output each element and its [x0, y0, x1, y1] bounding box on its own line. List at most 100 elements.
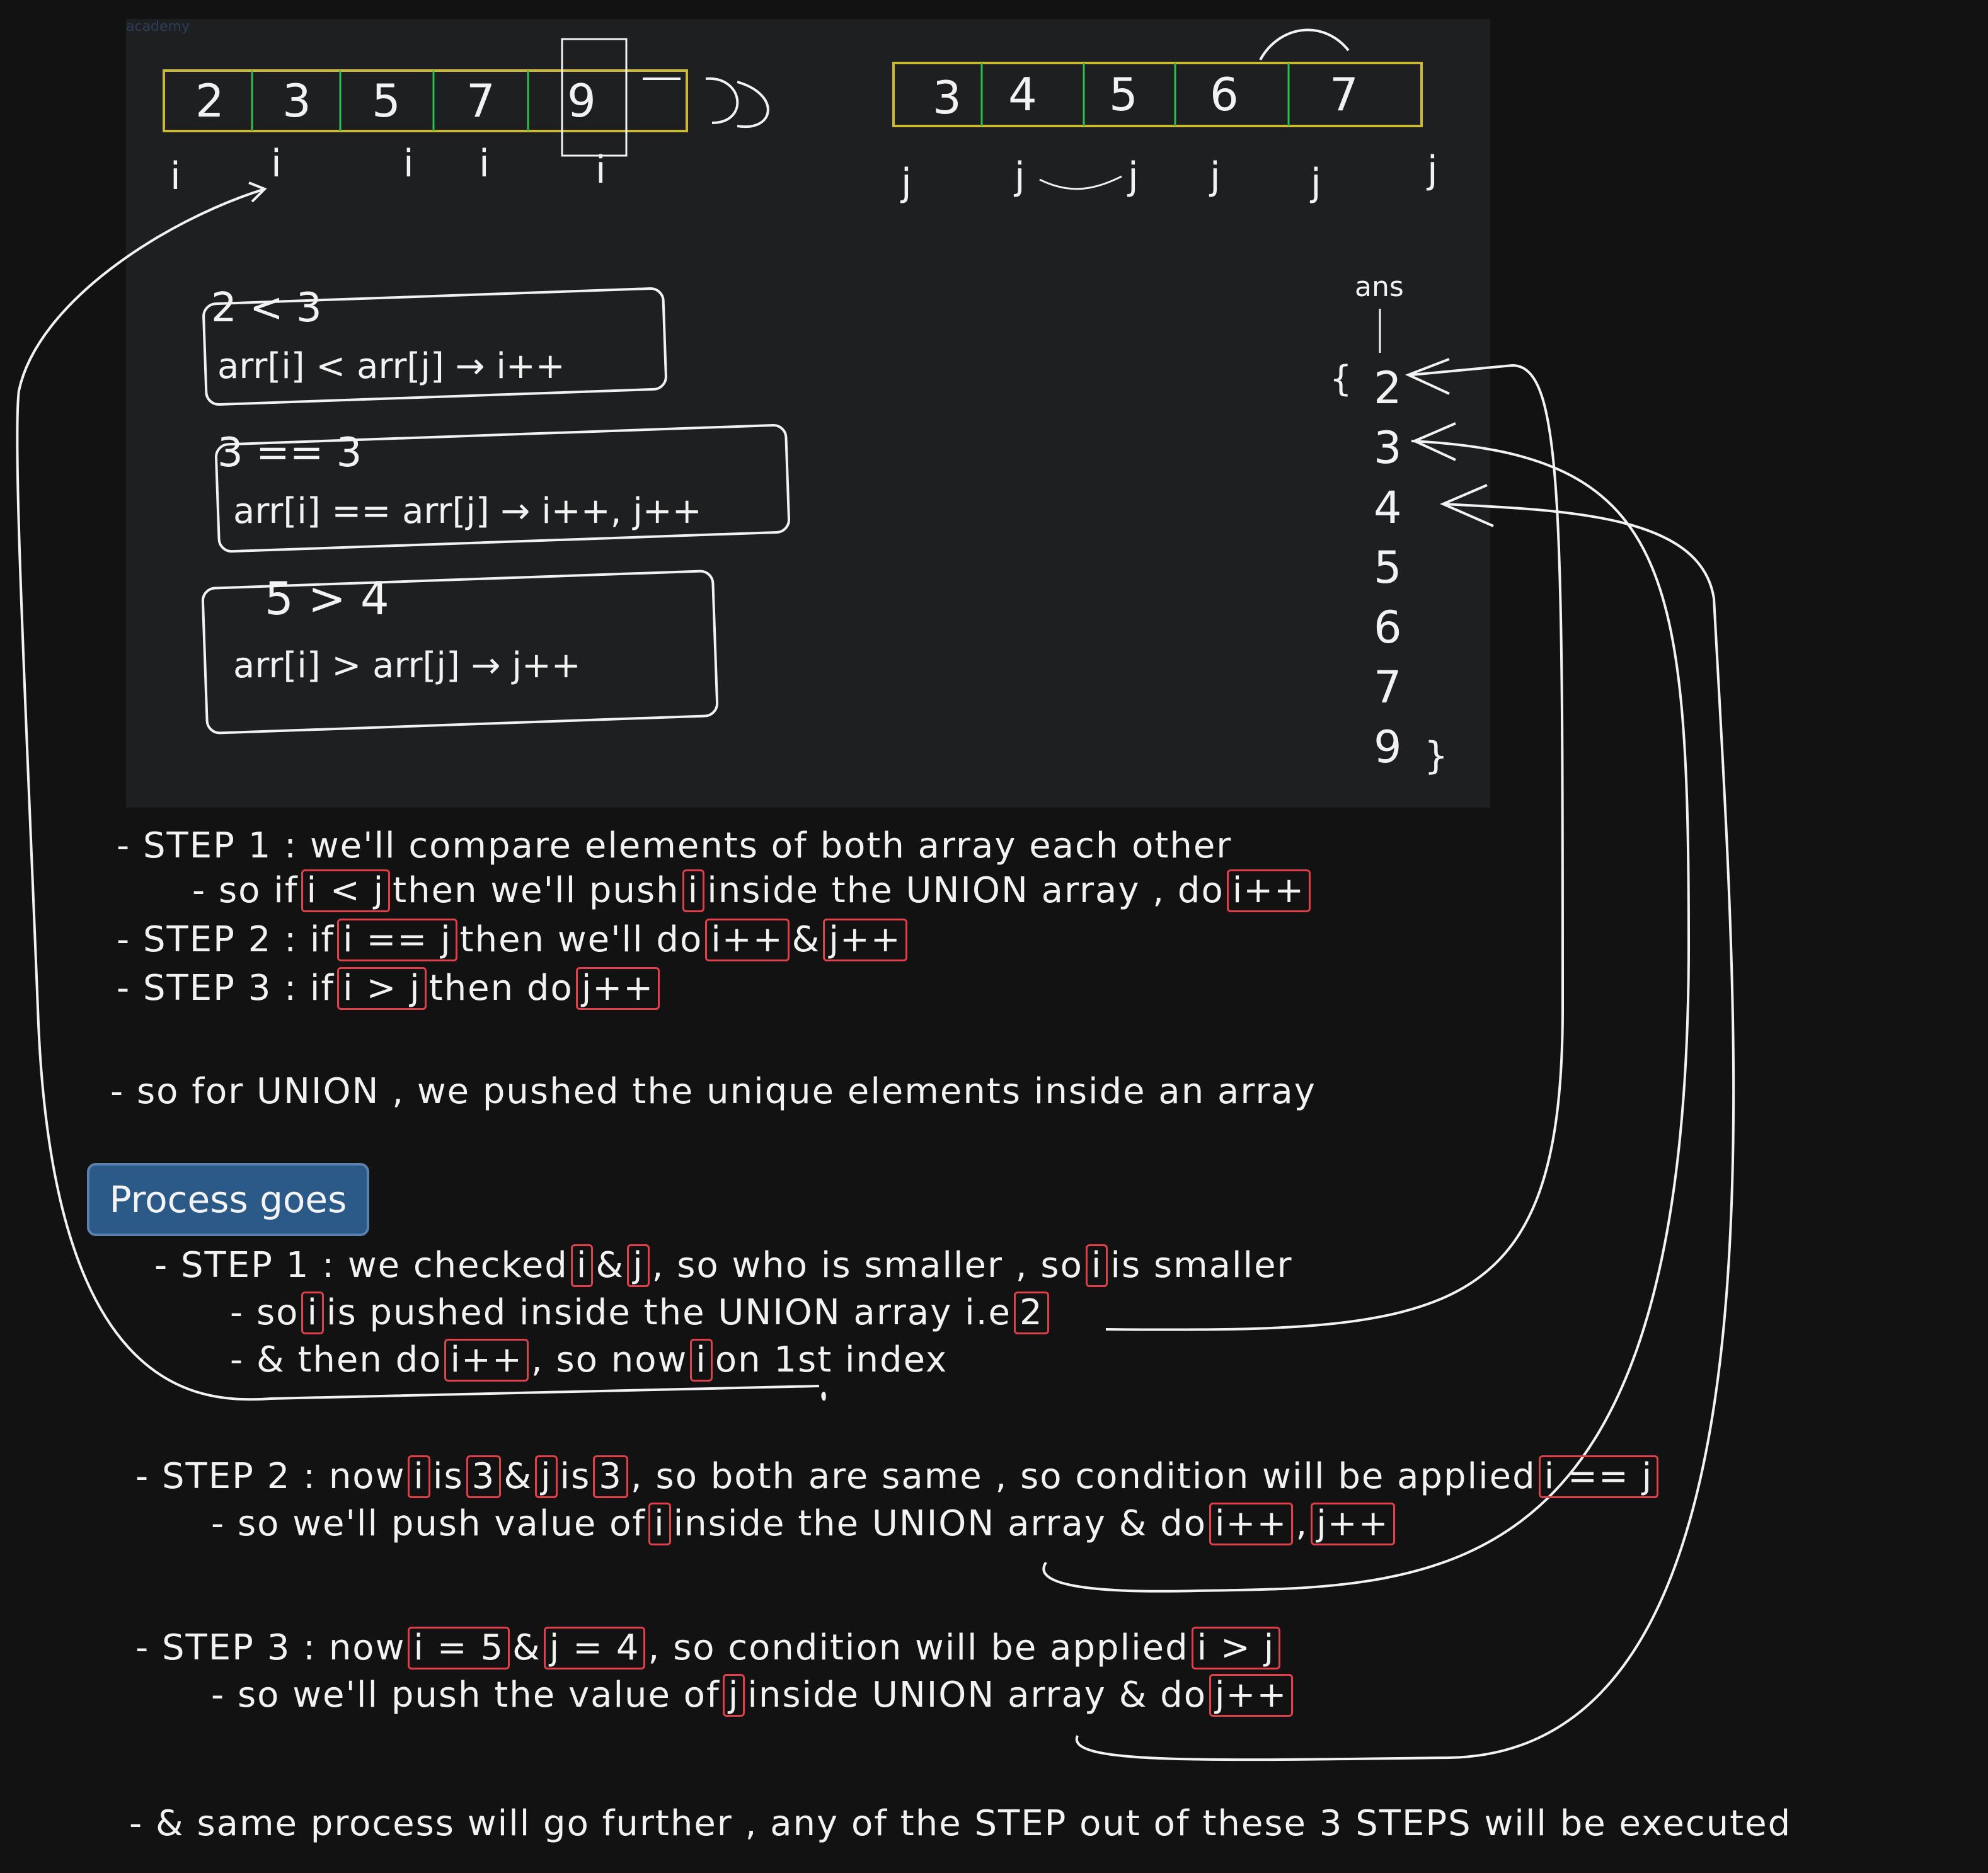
cond-i-eq-j: i == j: [337, 919, 457, 961]
svg-text:i: i: [479, 142, 490, 186]
step1-text: - STEP 1 : we'll compare elements of bot…: [117, 825, 1232, 866]
var-i: i: [690, 1339, 713, 1382]
svg-text:j: j: [1209, 154, 1221, 198]
process-step3-mid: , so condition will be applied: [648, 1627, 1189, 1668]
rule1: arr[i] < arr[j] → i++: [217, 346, 565, 387]
svg-text:j: j: [1426, 148, 1438, 192]
op-j-inc: j++: [1209, 1674, 1294, 1717]
cond-i-gt-j: i > j: [1191, 1627, 1281, 1670]
amp: &: [512, 1627, 541, 1668]
ans-1: 3: [1374, 422, 1402, 474]
process-step1c-mid: , so now: [531, 1339, 688, 1380]
svg-text:{: {: [1330, 358, 1352, 399]
connector-arrows: [16, 181, 1735, 1761]
process-step2b-text: - so we'll push value of: [211, 1503, 646, 1544]
array1-box: [163, 69, 688, 132]
process-step2-mid: , so both are same , so condition will b…: [630, 1456, 1536, 1497]
process-step2b-mid: inside the UNION array & do: [673, 1503, 1207, 1544]
var-j: j: [627, 1244, 650, 1287]
op-i-inc: i++: [705, 919, 790, 961]
var-i: i: [1085, 1244, 1108, 1287]
cmp1: 2 < 3: [211, 285, 322, 331]
svg-text:j: j: [1309, 161, 1321, 205]
cond-i-gt-j: i > j: [337, 967, 427, 1010]
arr2-cell-1: 4: [1008, 68, 1037, 121]
process-step1c-text: - & then do: [230, 1339, 442, 1380]
comma: ,: [1296, 1503, 1309, 1544]
watermark: academy: [126, 19, 190, 35]
svg-text:i: i: [170, 154, 181, 198]
process-step1-end: is smaller: [1110, 1245, 1293, 1286]
svg-text:j: j: [1127, 154, 1139, 198]
amp: &: [595, 1245, 625, 1286]
step1-line: - STEP 1 : we'll compare elements of bot…: [117, 825, 1232, 866]
step2-text: - STEP 2 : if: [117, 919, 335, 960]
process-step3b-text: - so we'll push the value of: [211, 1675, 720, 1715]
var-j: j: [722, 1674, 745, 1717]
cond-i-eq-j: i == j: [1538, 1455, 1659, 1498]
process-step1b-text: - so: [230, 1292, 299, 1333]
op-j-inc: j++: [575, 967, 660, 1010]
cmp2: 3 == 3: [217, 430, 362, 476]
cond-i-less-j: i < j: [301, 869, 391, 912]
op-i-inc: i++: [1209, 1503, 1294, 1545]
svg-text:i: i: [595, 148, 606, 192]
amp: &: [503, 1456, 532, 1497]
process-step3b-mid: inside UNION array & do: [747, 1675, 1207, 1715]
var-j: j: [534, 1455, 558, 1498]
value-3: 3: [466, 1455, 502, 1498]
process-goes-button[interactable]: Process goes: [87, 1163, 369, 1236]
var-i: i: [408, 1455, 430, 1498]
arr2-cell-2: 5: [1109, 68, 1138, 121]
rule2: arr[i] == arr[j] → i++, j++: [233, 491, 702, 532]
final-note: - & same process will go further , any o…: [129, 1803, 1792, 1844]
svg-text:i: i: [271, 142, 282, 186]
ans-0: 2: [1374, 362, 1402, 414]
process-step1b-mid: is pushed inside the UNION array i.e: [326, 1292, 1011, 1333]
var-i: i: [301, 1292, 325, 1334]
ans-3: 5: [1374, 542, 1402, 593]
step3-do-text: then do: [428, 968, 573, 1009]
arr2-cell-3: 6: [1210, 68, 1239, 121]
step1-push-text: then we'll push: [393, 870, 680, 911]
process-step1-mid: , so who is smaller , so: [652, 1245, 1083, 1286]
var-i: i: [682, 869, 705, 912]
array2-box: [892, 62, 1423, 127]
process-step1-text: - STEP 1 : we checked: [154, 1245, 568, 1286]
sketch-board: [126, 19, 1490, 808]
process-step1c-end: on 1st index: [715, 1339, 948, 1380]
op-j-inc: j++: [1311, 1503, 1395, 1545]
i-eq-5: i = 5: [408, 1627, 510, 1670]
arr1-cell-3: 7: [466, 74, 495, 127]
arr1-cell-4: 9: [567, 74, 596, 127]
ans-2: 4: [1374, 482, 1402, 534]
array1-highlight: [561, 38, 628, 157]
op-i-inc: i++: [1226, 869, 1311, 912]
arr1-cell-1: 3: [282, 74, 311, 127]
arr2-cell-0: 3: [933, 71, 962, 124]
step2-do-text: then we'll do: [459, 919, 703, 960]
step1-sub-text: - so if: [192, 870, 299, 911]
svg-text:j: j: [1013, 154, 1025, 198]
svg-text:}: }: [1424, 734, 1448, 778]
var-i: i: [570, 1244, 594, 1287]
arr2-cell-4: 7: [1330, 68, 1359, 121]
arr1-cell-0: 2: [195, 74, 224, 127]
is-text: is: [432, 1456, 464, 1497]
process-step3-text: - STEP 3 : now: [135, 1627, 406, 1668]
op-j-inc: j++: [823, 919, 907, 961]
step2-amp: &: [791, 919, 821, 960]
ans-5: 7: [1374, 662, 1402, 713]
op-i-inc: i++: [444, 1339, 529, 1382]
union-note: - so for UNION , we pushed the unique el…: [110, 1071, 1316, 1112]
ans-6: 9: [1374, 721, 1402, 773]
